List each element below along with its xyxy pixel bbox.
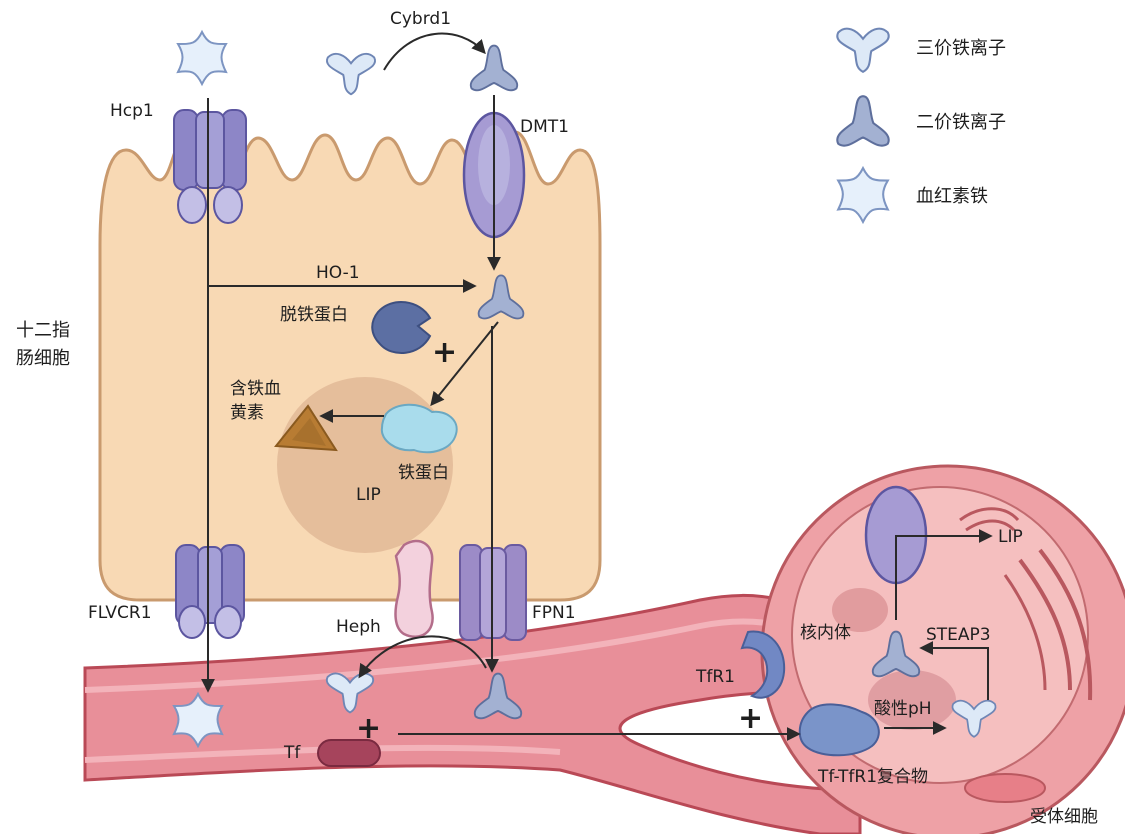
lip-target-label: LIP bbox=[998, 527, 1023, 547]
lip-label: LIP bbox=[356, 485, 381, 505]
heph-protein bbox=[394, 539, 434, 638]
duodenal-cell-label-2: 肠细胞 bbox=[16, 348, 70, 369]
blood-vessel bbox=[83, 593, 862, 834]
legend-ferric-label: 三价铁离子 bbox=[916, 38, 1006, 59]
dmt1-label: DMT1 bbox=[520, 117, 569, 137]
arrows bbox=[201, 32, 993, 741]
endosome-label: 核内体 bbox=[800, 623, 851, 643]
apoferritin-shape bbox=[371, 300, 432, 355]
acidic-ph-label: 酸性pH bbox=[874, 699, 932, 719]
ferritin-shape bbox=[380, 403, 458, 454]
tf-tfr1-complex-shape bbox=[798, 703, 880, 757]
enterocyte-cell bbox=[98, 128, 602, 602]
ferritin-label: 铁蛋白 bbox=[398, 463, 449, 483]
hemosiderin-label-2: 黄素 bbox=[230, 403, 264, 423]
plus-sign: + bbox=[432, 335, 457, 370]
flvcr1-label: FLVCR1 bbox=[88, 603, 152, 623]
tf-transferrin bbox=[317, 739, 381, 767]
ferrous-iron-icon bbox=[469, 44, 519, 92]
hcp1-transporter bbox=[173, 109, 247, 224]
receptor-cell bbox=[760, 464, 1125, 834]
legend-heme-icon bbox=[837, 167, 889, 223]
flvcr1-transporter bbox=[175, 544, 245, 639]
legend-ferrous-icon bbox=[836, 95, 890, 147]
tf-label: Tf bbox=[283, 743, 301, 763]
duodenal-cell-label-1: 十二指 bbox=[16, 320, 70, 341]
ho1-label: HO-1 bbox=[316, 263, 360, 283]
fpn1-label: FPN1 bbox=[532, 603, 576, 623]
steap3-label: STEAP3 bbox=[926, 625, 991, 645]
heme-iron-icon bbox=[177, 31, 227, 85]
legend-ferrous-label: 二价铁离子 bbox=[916, 112, 1006, 133]
tfr1-label: TfR1 bbox=[695, 667, 735, 687]
hcp1-label: Hcp1 bbox=[110, 101, 154, 121]
heph-label: Heph bbox=[336, 617, 381, 637]
legend-ferric-icon bbox=[836, 27, 890, 73]
receptor-cell-label: 受体细胞 bbox=[1030, 807, 1098, 827]
hemosiderin-label-1: 含铁血 bbox=[230, 379, 281, 399]
tf-tfr1-complex-label: Tf-TfR1复合物 bbox=[817, 767, 928, 787]
plus-sign: + bbox=[738, 701, 763, 736]
acidic-compartment bbox=[868, 670, 956, 730]
ferric-iron-icon bbox=[325, 52, 377, 96]
apoferritin-label: 脱铁蛋白 bbox=[280, 305, 348, 325]
tfr1-receptor bbox=[740, 630, 786, 699]
plus-sign: + bbox=[356, 711, 381, 746]
cybrd1-label: Cybrd1 bbox=[390, 9, 451, 29]
legend-heme-label: 血红素铁 bbox=[916, 186, 988, 207]
